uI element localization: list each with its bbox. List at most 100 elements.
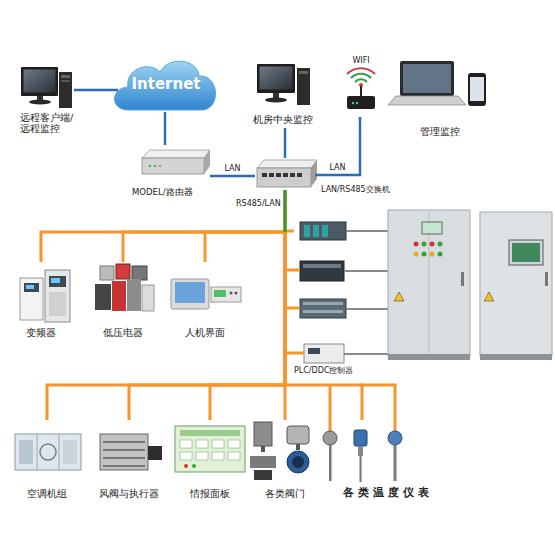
bus-wire xyxy=(285,270,397,432)
switch-icon xyxy=(290,173,295,177)
control-cabinet xyxy=(394,292,404,301)
damper-device: 风阀与执行器 xyxy=(93,420,165,504)
node-label: Internet xyxy=(118,75,214,93)
bus-wire xyxy=(285,307,300,310)
internet-cloud: Internet xyxy=(118,62,214,112)
switch-icon xyxy=(257,160,317,168)
link-label: LAN xyxy=(224,164,240,174)
node-label: LAN/RS485交换机 xyxy=(321,185,390,195)
panel-icon xyxy=(212,440,224,448)
valve-icon xyxy=(292,456,304,468)
laptop-phone-icon xyxy=(470,77,484,101)
panel-icon xyxy=(184,464,188,468)
control-cabinet xyxy=(388,210,470,356)
valve-icon xyxy=(261,446,265,452)
control-cabinet xyxy=(484,292,494,301)
inverter-icon xyxy=(24,283,39,292)
laptop-phone-icon xyxy=(388,96,466,105)
control-cabinet xyxy=(414,252,419,257)
wifi-symbol xyxy=(352,102,354,104)
sensor-icon xyxy=(388,431,402,445)
valve-icon xyxy=(250,422,309,480)
panel-icon xyxy=(180,430,240,436)
valve-icon xyxy=(250,456,276,468)
network-line xyxy=(210,175,255,178)
pc-icon xyxy=(257,64,310,105)
damper-icon xyxy=(103,449,145,451)
hmi-icon xyxy=(175,282,205,303)
inverter-icon xyxy=(49,276,66,287)
control-cabinet xyxy=(438,242,443,247)
low-voltage-icon xyxy=(95,264,154,311)
switch-icon xyxy=(257,160,317,187)
network-line xyxy=(74,89,118,92)
low-voltage-icon xyxy=(132,266,147,280)
panel-icon xyxy=(212,452,224,460)
hmi-icon xyxy=(171,279,209,309)
plc-module xyxy=(300,261,344,281)
router-icon xyxy=(154,165,157,168)
ahu-icon xyxy=(37,434,38,470)
pc-icon xyxy=(260,67,293,90)
hmi-icon xyxy=(171,279,241,309)
panel-device: 情报面板 xyxy=(172,420,248,504)
panel-icon xyxy=(192,464,196,468)
laptop-phone-icon xyxy=(468,73,486,106)
damper-icon xyxy=(103,457,145,459)
router-icon xyxy=(142,150,210,158)
node-label: PLC/DDC控制器 xyxy=(294,366,353,376)
plc-module xyxy=(308,348,320,354)
control-cabinet xyxy=(480,354,552,360)
valve-icon xyxy=(296,444,300,450)
switch-icon xyxy=(257,168,311,187)
wifi-symbol xyxy=(356,102,358,104)
control-cabinet xyxy=(414,242,419,247)
wifi-symbol xyxy=(360,86,362,96)
remote-client: 远程客户端/ 远程监控 xyxy=(16,60,74,136)
network-line xyxy=(284,128,287,158)
network-line xyxy=(315,117,360,175)
ahu-icon xyxy=(63,440,77,464)
wifi-symbol xyxy=(351,74,371,78)
cabinet-wire xyxy=(346,308,388,310)
switch-icon xyxy=(262,173,267,177)
node-label: 各类温度仪表 xyxy=(343,486,433,499)
valve-device: 各类阀门 xyxy=(249,420,321,504)
plc-controller: PLC/DDC控制器 xyxy=(294,218,352,380)
modem-router: MODEL/路由器 xyxy=(132,145,210,200)
sensor-icon xyxy=(358,446,363,456)
low-voltage-icon xyxy=(100,266,114,280)
bus-line xyxy=(129,190,285,420)
pc-icon xyxy=(61,80,70,82)
pc-icon xyxy=(273,93,279,98)
central-monitor: 机房中央监控 xyxy=(250,62,316,128)
inverter-icon xyxy=(49,292,66,316)
wifi-symbol xyxy=(347,68,375,109)
hmi-icon xyxy=(230,292,233,295)
valve-icon xyxy=(287,426,309,444)
ahu-icon xyxy=(15,434,81,470)
trunk-wire xyxy=(285,190,286,232)
damper-icon xyxy=(103,441,145,443)
pc-icon xyxy=(29,100,51,105)
cabinet-wire xyxy=(344,231,388,354)
trunk-wire xyxy=(284,190,287,232)
panel-icon xyxy=(228,452,240,460)
switch-icon xyxy=(311,160,317,187)
pc-icon xyxy=(21,67,58,96)
plc-module xyxy=(300,222,346,240)
plc-module xyxy=(300,299,346,318)
ahu-icon xyxy=(40,444,56,460)
cabinet-wire xyxy=(346,230,388,232)
node-label: WIFI xyxy=(340,56,382,66)
control-cabinet xyxy=(388,210,470,360)
node-label: 风阀与执行器 xyxy=(93,488,165,500)
hmi-icon xyxy=(211,287,241,302)
node-label: 情报面板 xyxy=(172,488,248,500)
bus-wire xyxy=(285,352,304,355)
low-voltage-icon xyxy=(127,279,141,311)
panel-icon xyxy=(175,426,245,472)
ahu-icon xyxy=(15,434,81,470)
low-voltage-icon xyxy=(112,281,126,311)
